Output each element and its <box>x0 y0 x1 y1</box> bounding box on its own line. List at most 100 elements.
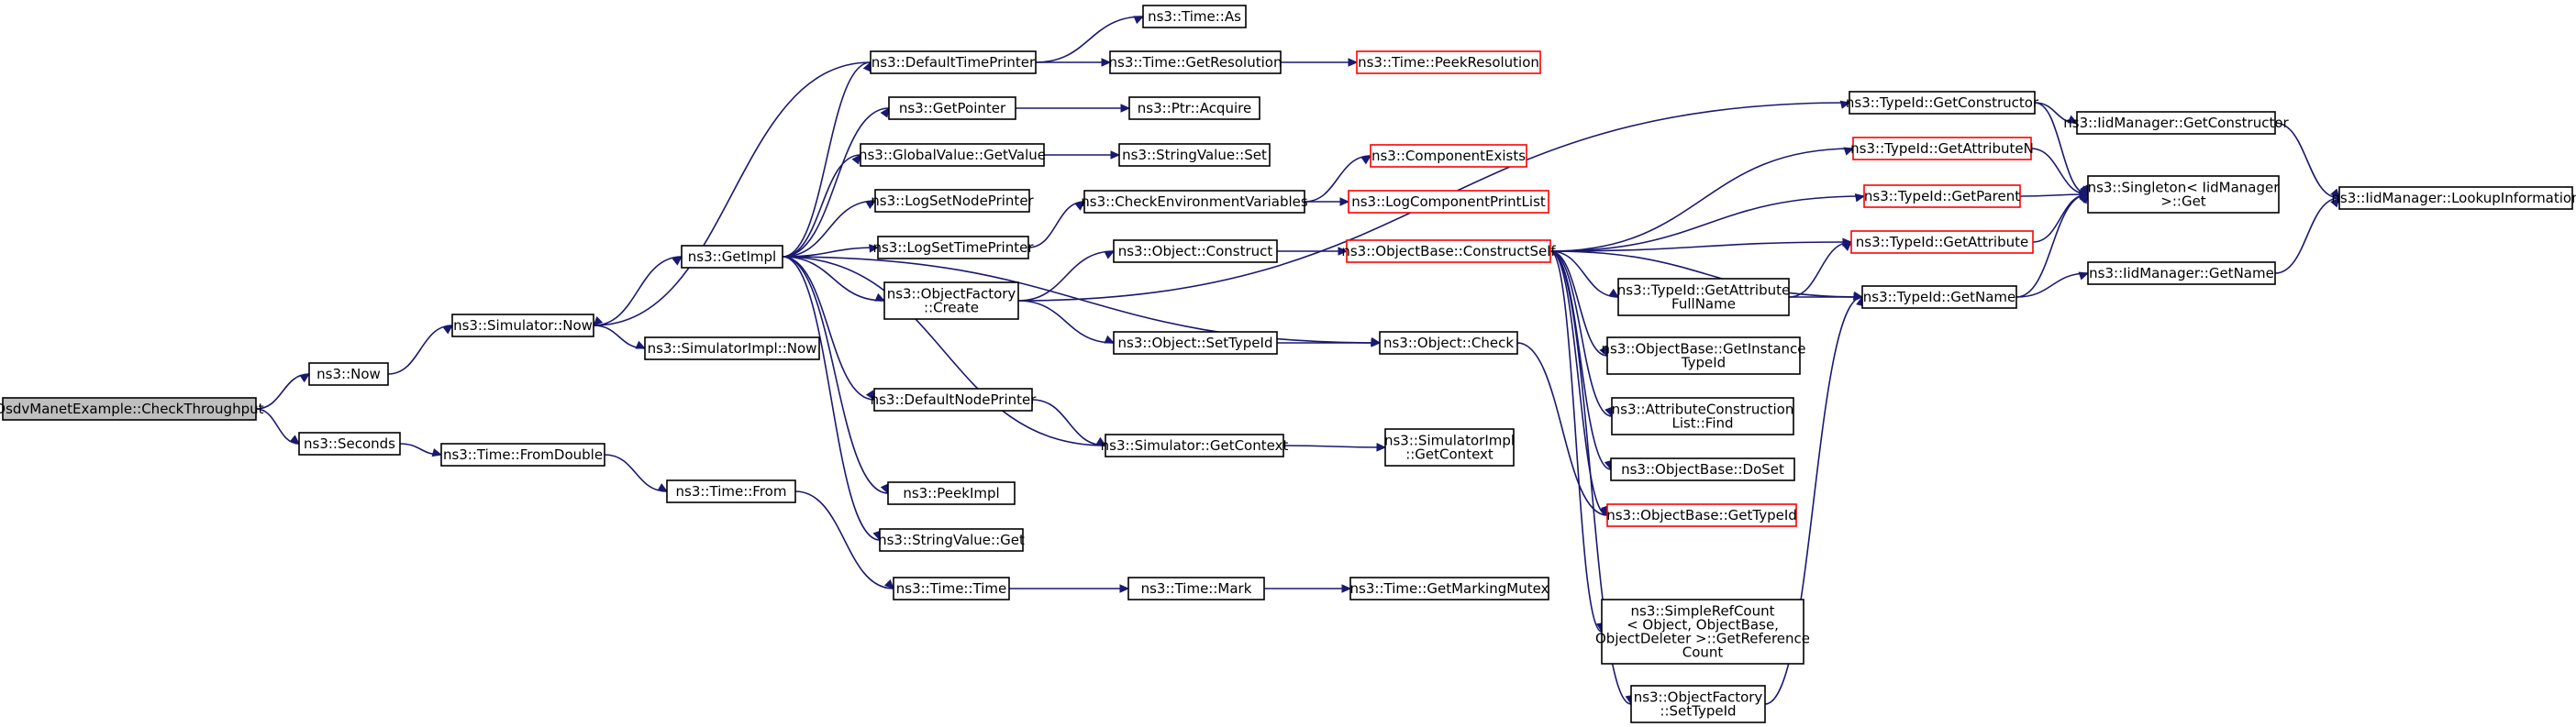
node-label: ns3::Singleton< IidManager <box>2088 180 2281 196</box>
node-logsetnode[interactable]: ns3::LogSetNodePrinter <box>871 189 1035 213</box>
node-seconds[interactable]: ns3::Seconds <box>298 432 401 456</box>
node-timemark[interactable]: ns3::Time::Mark <box>1127 577 1265 600</box>
node-box <box>1105 434 1284 457</box>
node-label: ns3::Time::Time <box>896 580 1007 597</box>
arrowhead-simnow-to-getimpl <box>672 256 683 266</box>
arrowhead-getimpl-to-gvgetvalue <box>851 154 861 165</box>
node-box <box>1348 190 1549 214</box>
node-ptracquire[interactable]: ns3::Ptr::Acquire <box>1128 96 1260 120</box>
node-getpointer[interactable]: ns3::GetPointer <box>888 96 1016 120</box>
node-obgettypeid[interactable]: ns3::ObjectBase::GetTypeId <box>1606 503 1797 527</box>
edge-root-to-seconds <box>255 408 300 445</box>
node-box <box>1630 685 1766 723</box>
arrowhead-tidgetattrfullname-to-tidgetattribute <box>1841 241 1852 251</box>
node-gvgetvalue[interactable]: ns3::GlobalValue::GetValue <box>859 143 1046 167</box>
node-timetime[interactable]: ns3::Time::Time <box>893 577 1010 600</box>
node-box <box>1356 50 1541 74</box>
arrowhead-getresolution-to-peekresolution <box>1348 58 1359 67</box>
edge-constructself-to-objfactorysettypeid <box>1549 250 1632 705</box>
node-getmarkingmutex[interactable]: ns3::Time::GetMarkingMutex <box>1349 577 1549 600</box>
node-label: ns3::Time::From <box>676 483 787 500</box>
edge-constructself-to-tidgetparent <box>1549 195 1865 252</box>
node-tidgetattributen[interactable]: ns3::TypeId::GetAttributeN <box>1850 137 2034 160</box>
edge-simnow-to-getimpl <box>593 256 683 326</box>
node-simplerefcount[interactable]: ns3::SimpleRefCount< Object, ObjectBase,… <box>1595 599 1810 665</box>
node-label: ns3::ObjectFactory <box>1634 689 1763 706</box>
node-label: ns3::AttributeConstruction <box>1612 402 1794 418</box>
arrowhead-checkenv-to-compexists <box>1360 155 1372 165</box>
node-defnodeprinter[interactable]: ns3::DefaultNodePrinter <box>871 388 1038 412</box>
node-compexists[interactable]: ns3::ComponentExists <box>1370 144 1527 168</box>
node-logsettime[interactable]: ns3::LogSetTimePrinter <box>872 236 1034 259</box>
node-singletonget[interactable]: ns3::Singleton< IidManager >::Get <box>2087 175 2281 214</box>
node-label: ns3::SimulatorImpl <box>1384 433 1515 449</box>
node-tidgetparent[interactable]: ns3::TypeId::GetParent <box>1863 184 2021 208</box>
node-timeas[interactable]: ns3::Time::As <box>1142 5 1247 28</box>
node-obdoset[interactable]: ns3::ObjectBase::DoSet <box>1610 457 1795 481</box>
node-fromdouble[interactable]: ns3::Time::FromDouble <box>440 443 605 467</box>
node-box <box>2076 111 2276 135</box>
edge-tidgetname-to-iidmgetname <box>2015 272 2089 298</box>
node-box <box>298 432 401 456</box>
edge-defnodeprinter-to-simgetcontext <box>1031 399 1106 446</box>
node-timefrom[interactable]: ns3::Time::From <box>666 479 796 503</box>
node-simimplnow[interactable]: ns3::SimulatorImpl::Now <box>644 336 820 360</box>
node-box <box>1109 50 1282 74</box>
arrowhead-objsettypeid-to-objcheck <box>1371 338 1382 347</box>
node-peekresolution[interactable]: ns3::Time::PeekResolution <box>1356 50 1541 74</box>
node-objconstruct[interactable]: ns3::Object::Construct <box>1113 239 1278 263</box>
node-box <box>874 189 1030 213</box>
arrowhead-objconstruct-to-constructself <box>1338 247 1349 256</box>
edge-constructself-to-obdoset <box>1549 250 1612 470</box>
node-iidmgetconstructor[interactable]: ns3::IidManager::GetConstructor <box>2063 111 2290 135</box>
arrowhead-constructself-to-tidgetattributen <box>1843 147 1855 156</box>
node-objsettypeid[interactable]: ns3::Object::SetTypeId <box>1113 331 1278 355</box>
node-simgetcontext[interactable]: ns3::Simulator::GetContext <box>1101 434 1289 457</box>
node-checkenv[interactable]: ns3::CheckEnvironmentVariables <box>1081 190 1308 214</box>
arrowhead-simnow-to-simimplnow <box>635 340 647 349</box>
edge-now-to-simnow <box>387 325 453 375</box>
node-tidgetname[interactable]: ns3::TypeId::GetName <box>1861 285 2017 309</box>
node-getresolution[interactable]: ns3::Time::GetResolution <box>1109 50 1282 74</box>
node-tidgetconstructor[interactable]: ns3::TypeId::GetConstructor <box>1846 91 2039 115</box>
node-box <box>2087 261 2276 285</box>
arrowhead-getimpl-to-logsetnode <box>865 200 877 209</box>
arrowhead-fromdouble-to-timefrom <box>657 483 669 492</box>
node-tidgetattribute[interactable]: ns3::TypeId::GetAttribute <box>1850 230 2034 254</box>
node-strvalset[interactable]: ns3::StringValue::Set <box>1118 143 1271 167</box>
arrowhead-objfactorycreate-to-tidgetconstructor <box>1839 100 1851 109</box>
edge-deftimeprinter-to-timeas <box>1035 16 1144 63</box>
node-label: ns3::CheckEnvironmentVariables <box>1081 193 1308 210</box>
edge-getimpl-to-peekimpl <box>782 256 889 494</box>
node-label: < Object, ObjectBase, <box>1627 617 1779 633</box>
node-objfactorycreate[interactable]: ns3::ObjectFactory::Create <box>883 281 1019 320</box>
edge-objfactorycreate-to-objsettypeid <box>1017 300 1115 344</box>
node-box <box>1370 144 1527 168</box>
node-simnow[interactable]: ns3::Simulator::Now <box>451 314 594 337</box>
node-iidmlookup[interactable]: ns3::IidManager::LookupInformation <box>2331 186 2576 210</box>
node-peekimpl[interactable]: ns3::PeekImpl <box>887 481 1016 505</box>
node-deftimeprinter[interactable]: ns3::DefaultTimePrinter <box>870 50 1037 74</box>
node-getimpl[interactable]: ns3::GetImpl <box>681 245 783 269</box>
node-box <box>666 479 796 503</box>
node-now[interactable]: ns3::Now <box>308 362 389 386</box>
node-box <box>1379 331 1518 355</box>
node-iidmgetname[interactable]: ns3::IidManager::GetName <box>2087 261 2276 285</box>
edge-logsettime-to-checkenv <box>1027 201 1085 248</box>
node-label: ns3::Time::As <box>1148 8 1241 25</box>
arrowhead-iidmgetconstructor-to-iidmlookup <box>2330 188 2340 199</box>
node-simimplgetcontext[interactable]: ns3::SimulatorImpl::GetContext <box>1384 428 1515 467</box>
node-label: ns3::ObjectBase::GetInstance <box>1602 341 1806 358</box>
node-constructself[interactable]: ns3::ObjectBase::ConstructSelf <box>1341 239 1556 263</box>
node-objfactorysettypeid[interactable]: ns3::ObjectFactory::SetTypeId <box>1630 685 1766 723</box>
node-objcheck[interactable]: ns3::Object::Check <box>1379 331 1518 355</box>
node-strvalget[interactable]: ns3::StringValue::Get <box>878 528 1025 552</box>
node-label: ns3::LogComponentPrintList <box>1351 193 1546 210</box>
node-logcompprint[interactable]: ns3::LogComponentPrintList <box>1348 190 1549 214</box>
node-box <box>2087 175 2280 214</box>
edge-getimpl-to-strvalget <box>782 256 881 541</box>
